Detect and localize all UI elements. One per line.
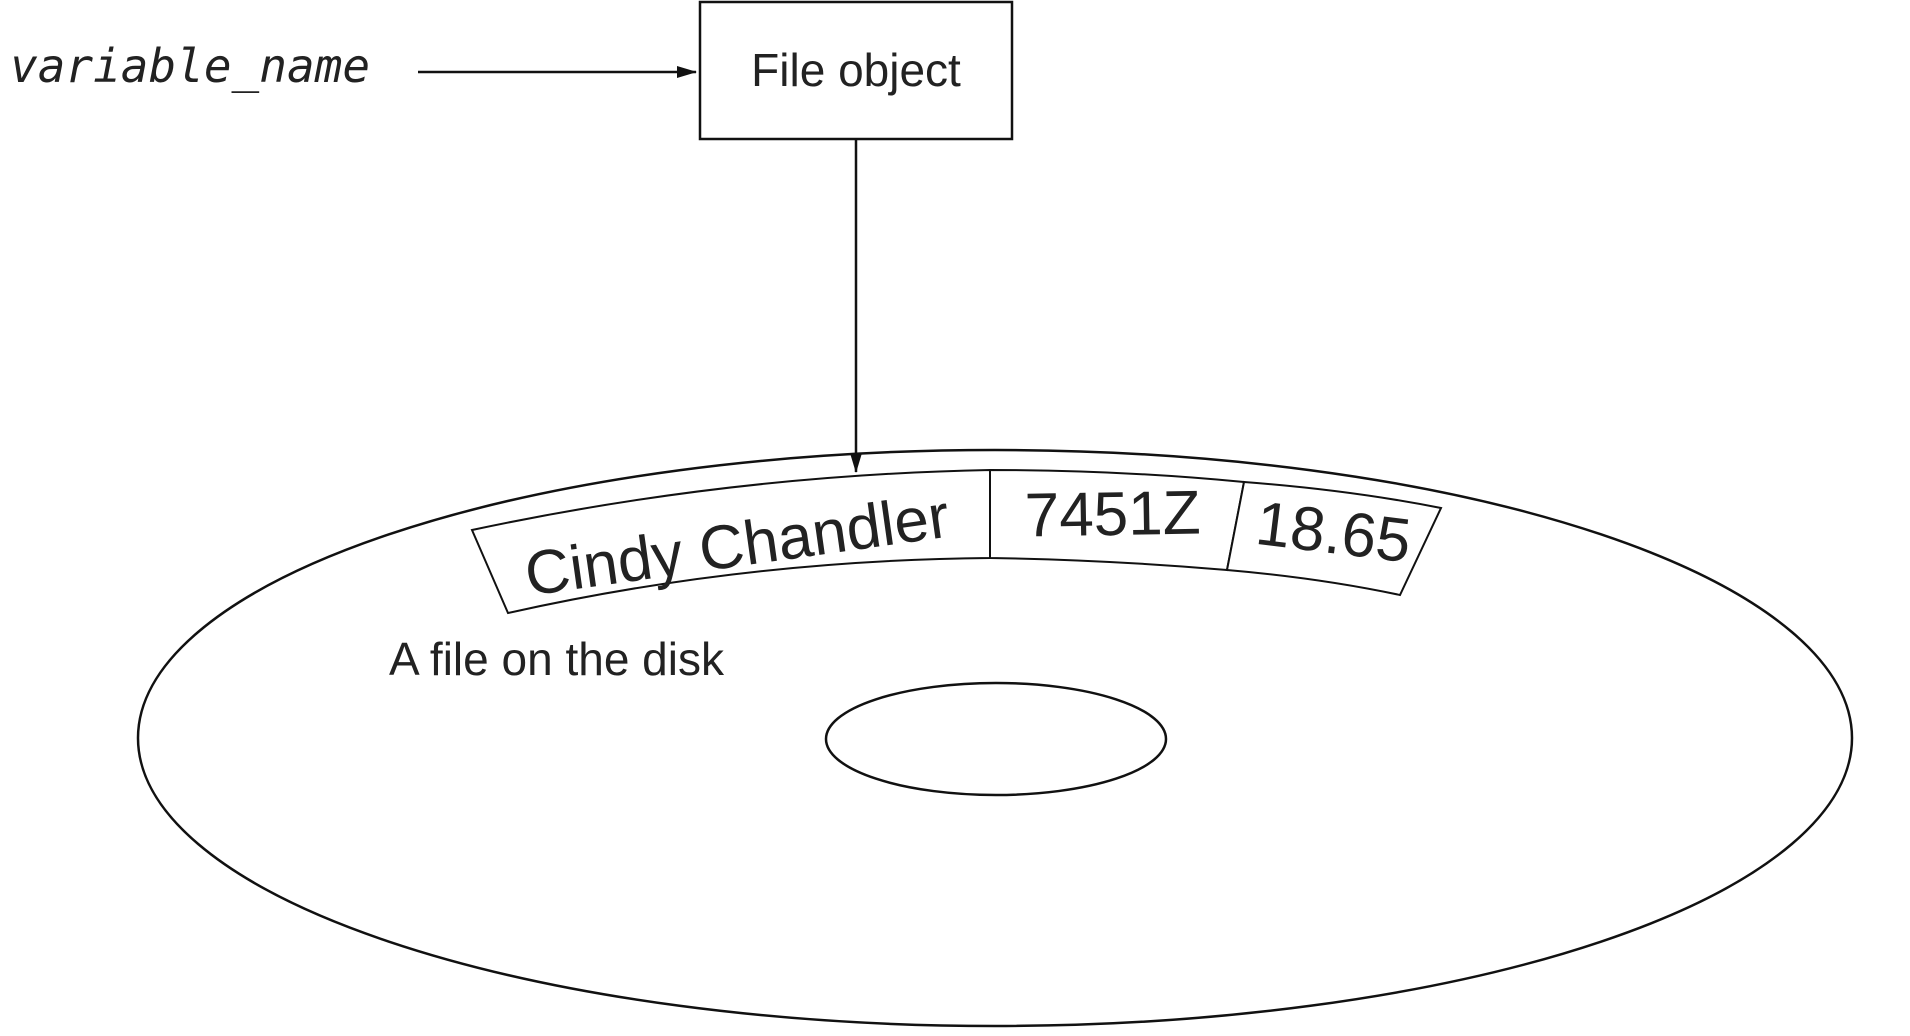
file-object-box: File object (698, 0, 1014, 141)
variable-name-label: variable_name (10, 39, 370, 93)
disk-center-hole (824, 681, 1168, 797)
disk-record: Cindy Chandler 7451Z 18.65 (470, 468, 1443, 615)
record-field-amount-box (1225, 480, 1443, 597)
record-field-id: 7451Z (1024, 478, 1201, 550)
disk (136, 448, 1854, 1028)
file-object-label: File object (751, 44, 961, 96)
disk-label: A file on the disk (389, 633, 725, 685)
disk-outer-edge (136, 448, 1854, 1028)
